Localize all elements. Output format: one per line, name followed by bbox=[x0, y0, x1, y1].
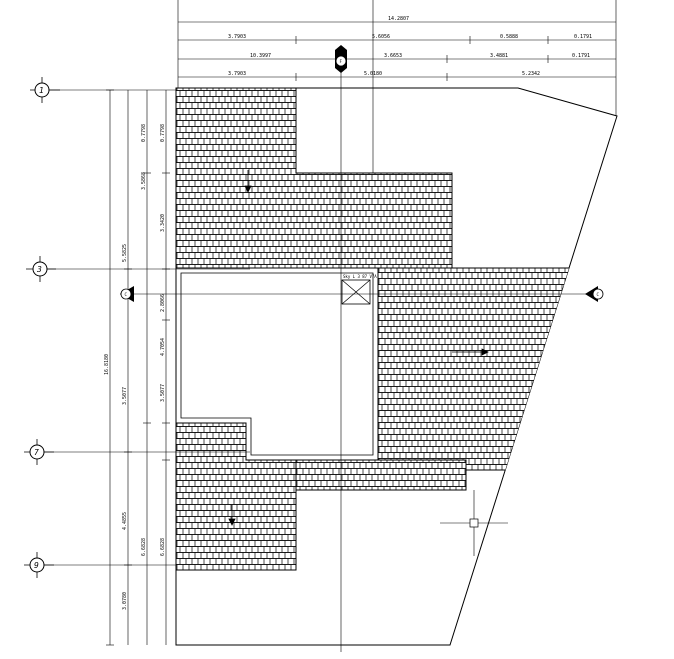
dim-left-c-5: 3.5077 bbox=[160, 384, 166, 402]
section-label-right: C bbox=[597, 292, 600, 297]
open-courtyard bbox=[175, 267, 379, 461]
dim-top-r1-3: 0.5888 bbox=[500, 34, 518, 40]
left-dimension-chains bbox=[106, 89, 170, 646]
grid-bubble-9: 9 bbox=[24, 552, 54, 578]
grid-label-1: 1 bbox=[39, 86, 44, 95]
dim-left-a-1: 5.5825 bbox=[122, 244, 128, 262]
dim-left-b-1: 0.7798 bbox=[141, 124, 147, 142]
grid-bubble-7: 7 bbox=[24, 439, 54, 465]
section-marker-right: C bbox=[585, 286, 604, 302]
dim-left-c-3: 2.8066 bbox=[160, 294, 166, 312]
dim-top-r3-2: 5.0180 bbox=[364, 71, 382, 77]
roof-area-right bbox=[377, 267, 581, 471]
dim-top-r3-1: 3.7903 bbox=[228, 71, 246, 77]
grid-label-9: 9 bbox=[34, 561, 39, 570]
dim-left-a-2: 3.5077 bbox=[122, 387, 128, 405]
tiled-roof-areas bbox=[175, 87, 581, 571]
grid-label-3: 3 bbox=[36, 265, 42, 274]
top-dimension-chains bbox=[178, 21, 616, 81]
dim-left-a-3: 4.4855 bbox=[122, 512, 128, 530]
dim-left-c-6: 6.6828 bbox=[160, 538, 166, 556]
dim-top-r2-2: 3.6653 bbox=[384, 53, 402, 59]
dim-left-a-4: 3.0780 bbox=[122, 592, 128, 610]
grid-bubble-1: 1 bbox=[30, 77, 60, 103]
section-label-left: C bbox=[125, 292, 128, 297]
roof-area-lower-strip bbox=[295, 459, 467, 491]
skylight-note: Sky L 3 87 V7A bbox=[343, 274, 377, 279]
dim-top-overall: 14.2807 bbox=[388, 16, 409, 22]
column-marker-f: F bbox=[335, 45, 347, 73]
dim-top-r2-1: 10.3997 bbox=[250, 53, 271, 59]
crosshair-box bbox=[469, 518, 479, 528]
slope-arrows bbox=[228, 170, 489, 526]
dim-left-b-3: 6.6828 bbox=[141, 538, 147, 556]
section-marker-left: C bbox=[120, 286, 134, 302]
dim-left-c-2: 3.3420 bbox=[160, 214, 166, 232]
grid-bubbles: 1 3 7 9 bbox=[24, 77, 60, 578]
column-label-f: F bbox=[340, 59, 343, 64]
grid-bubble-3: 3 bbox=[26, 256, 56, 282]
courtyard-inner-wall bbox=[180, 272, 374, 456]
dim-top-r1-4: 0.1791 bbox=[574, 34, 592, 40]
dim-top-r1-1: 3.7903 bbox=[228, 34, 246, 40]
dim-top-r3-3: 5.2342 bbox=[522, 71, 540, 77]
grid-label-7: 7 bbox=[34, 448, 39, 457]
dim-left-c-4: 4.7054 bbox=[160, 338, 166, 356]
dim-left-b-2: 3.5868 bbox=[141, 172, 147, 190]
dim-left-c-1: 0.7798 bbox=[160, 124, 166, 142]
roof-area-upper bbox=[175, 87, 453, 269]
dim-top-r1-2: 5.6056 bbox=[372, 34, 390, 40]
skylight-symbol: Sky L 3 87 V7A bbox=[341, 274, 377, 305]
dim-left-overall: 16.8180 bbox=[104, 354, 110, 375]
dim-top-r2-4: 0.1791 bbox=[572, 53, 590, 59]
dim-top-r2-3: 3.4881 bbox=[490, 53, 508, 59]
